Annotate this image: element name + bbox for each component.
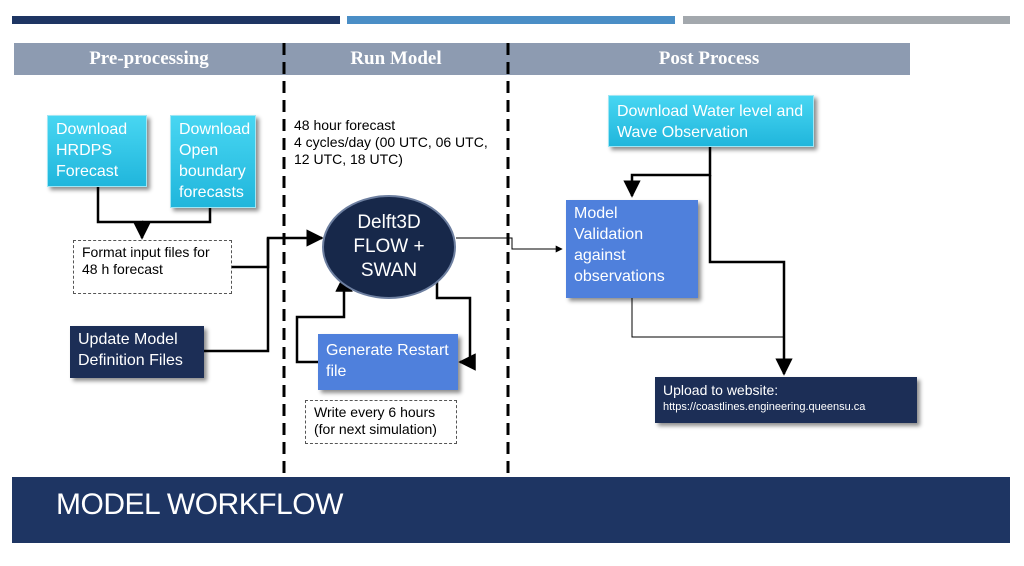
connector-open bbox=[142, 208, 212, 224]
delft3d-line2: FLOW + bbox=[353, 236, 425, 257]
forecast-info-line1: 48 hour forecast bbox=[294, 117, 396, 133]
update-model-box: Update Model Definition Files bbox=[70, 326, 204, 378]
download-open-boundary-box: Download Open boundary forecasts bbox=[170, 115, 256, 208]
slide-title: MODEL WORKFLOW bbox=[56, 488, 343, 521]
connector-update-delft bbox=[204, 238, 270, 353]
connector-obs-validation bbox=[623, 147, 712, 198]
connector-delft-validation bbox=[456, 237, 563, 253]
delft3d-node: Delft3D FLOW + SWAN bbox=[322, 195, 456, 299]
format-input-note: Format input files for 48 h forecast bbox=[73, 240, 232, 294]
top-bar-gray bbox=[683, 16, 1010, 24]
forecast-info-line3: 12 UTC, 18 UTC) bbox=[294, 151, 403, 167]
title-band bbox=[12, 477, 1010, 543]
connector-format-delft bbox=[232, 229, 324, 269]
delft3d-line1: Delft3D bbox=[357, 212, 421, 233]
download-hrdps-box: Download HRDPS Forecast bbox=[47, 115, 147, 187]
generate-restart-box: Generate Restart file bbox=[318, 334, 458, 390]
connector-delft-restart bbox=[435, 282, 476, 371]
top-bar-navy bbox=[12, 16, 340, 24]
write-every-note: Write every 6 hours (for next simulation… bbox=[305, 400, 457, 444]
model-validation-box: Model Validation against observations bbox=[566, 200, 698, 298]
forecast-info-line2: 4 cycles/day (00 UTC, 06 UTC, bbox=[294, 134, 488, 150]
connector-hrdps bbox=[96, 187, 151, 240]
connector-validation-upload bbox=[631, 298, 784, 338]
forecast-info: 48 hour forecast 4 cycles/day (00 UTC, 0… bbox=[294, 117, 506, 168]
header-post-process: Post Process bbox=[508, 43, 910, 75]
upload-box: Upload to website: https://coastlines.en… bbox=[655, 377, 917, 423]
upload-url[interactable]: https://coastlines.engineering.queensu.c… bbox=[663, 401, 866, 413]
upload-title: Upload to website: bbox=[663, 382, 779, 398]
connector-obs-upload bbox=[708, 175, 793, 376]
header-run-model: Run Model bbox=[284, 43, 508, 75]
download-observation-box: Download Water level and Wave Observatio… bbox=[608, 95, 814, 147]
header-pre-processing: Pre-processing bbox=[14, 43, 284, 75]
top-bar-blue bbox=[347, 16, 675, 24]
delft3d-line3: SWAN bbox=[360, 260, 418, 281]
connector-restart-delft bbox=[295, 274, 353, 364]
